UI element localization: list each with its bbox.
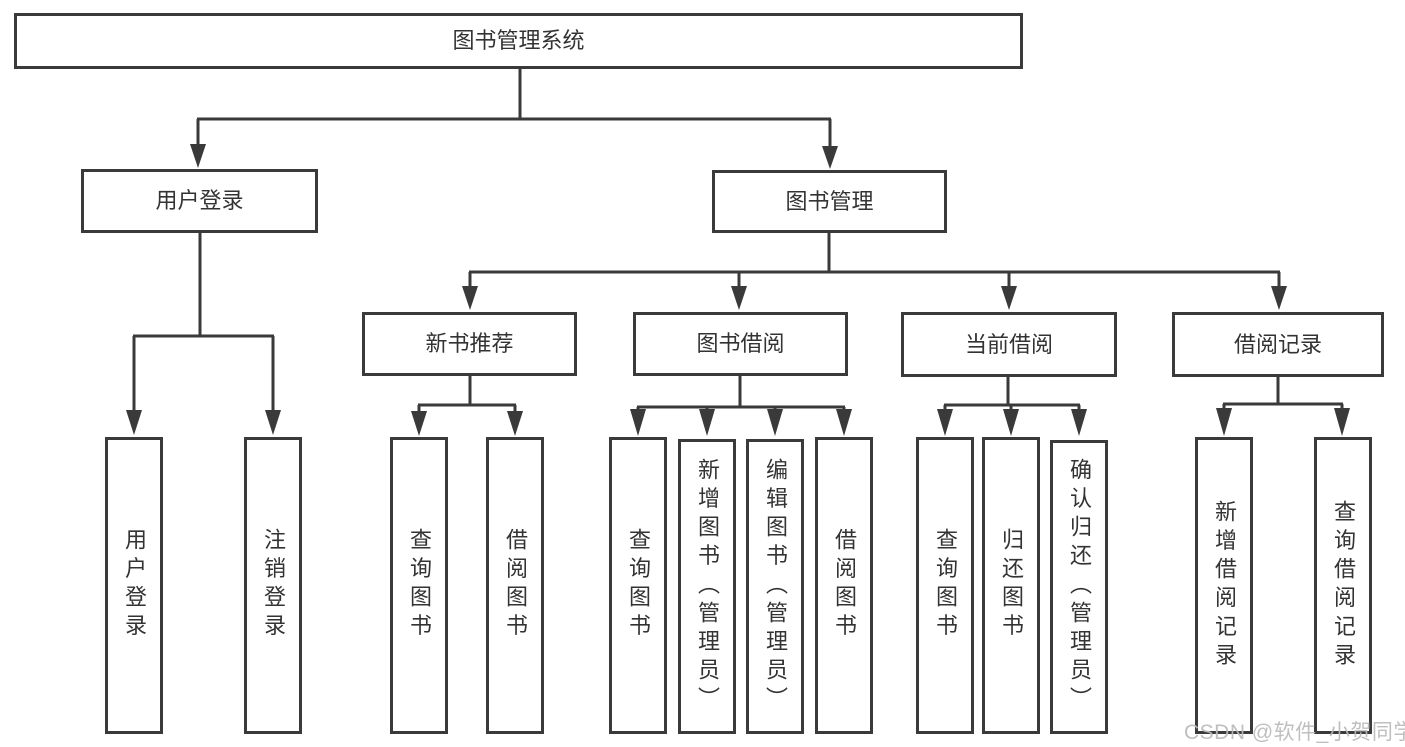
- leaf-return-books: 归还图书: [982, 437, 1040, 734]
- node-borrow-records-label: 借阅记录: [1233, 331, 1322, 357]
- node-book-borrow-label: 图书借阅: [696, 331, 785, 356]
- leaf-confirm-return-admin: 确认归还（管理员）: [1050, 440, 1108, 734]
- leaf-query-borrow-record-label: 查询借阅记录: [1331, 499, 1356, 672]
- leaf-borrow-query-books: 查询图书: [609, 437, 667, 734]
- node-book-management-label: 图书管理: [785, 188, 874, 214]
- leaf-borrow-books-label: 借阅图书: [832, 528, 857, 643]
- node-user-login-label: 用户登录: [155, 188, 244, 213]
- leaf-confirm-return-admin-label: 确认归还（管理员）: [1067, 458, 1092, 716]
- leaf-recommend-borrow-books-label: 借阅图书: [503, 528, 528, 643]
- leaf-edit-books-admin-label: 编辑图书（管理员）: [763, 457, 788, 716]
- leaf-add-books-admin-label: 新增图书（管理员）: [695, 457, 720, 716]
- leaf-user-login-label: 用户登录: [122, 528, 147, 643]
- leaf-edit-books-admin: 编辑图书（管理员）: [746, 439, 804, 734]
- leaf-recommend-query-books: 查询图书: [390, 437, 448, 734]
- node-borrow-records: 借阅记录: [1172, 312, 1384, 377]
- leaf-borrow-books: 借阅图书: [815, 437, 873, 734]
- leaf-recommend-borrow-books: 借阅图书: [486, 437, 544, 734]
- node-current-borrow: 当前借阅: [901, 312, 1117, 377]
- leaf-borrow-query-books-label: 查询图书: [626, 528, 651, 643]
- leaf-add-borrow-record-label: 新增借阅记录: [1212, 499, 1237, 672]
- node-root-label: 图书管理系统: [452, 28, 585, 53]
- leaf-recommend-query-books-label: 查询图书: [407, 528, 432, 643]
- leaf-current-query-books: 查询图书: [916, 437, 974, 734]
- csdn-watermark: CSDN @软件_小贺同学: [1184, 721, 1405, 744]
- leaf-current-query-books-label: 查询图书: [933, 528, 958, 643]
- node-current-borrow-label: 当前借阅: [964, 331, 1053, 357]
- node-book-borrow: 图书借阅: [633, 312, 848, 376]
- leaf-user-login: 用户登录: [105, 437, 163, 734]
- leaf-return-books-label: 归还图书: [999, 528, 1024, 643]
- node-new-book-recommend-label: 新书推荐: [425, 331, 514, 356]
- leaf-logout: 注销登录: [244, 437, 302, 734]
- node-user-login: 用户登录: [81, 169, 318, 233]
- node-new-book-recommend: 新书推荐: [362, 312, 577, 376]
- leaf-query-borrow-record: 查询借阅记录: [1314, 437, 1372, 734]
- leaf-add-books-admin: 新增图书（管理员）: [678, 439, 736, 734]
- leaf-add-borrow-record: 新增借阅记录: [1195, 437, 1253, 734]
- node-root-library-system: 图书管理系统: [14, 13, 1023, 69]
- leaf-logout-label: 注销登录: [261, 528, 286, 643]
- node-book-management: 图书管理: [712, 170, 947, 233]
